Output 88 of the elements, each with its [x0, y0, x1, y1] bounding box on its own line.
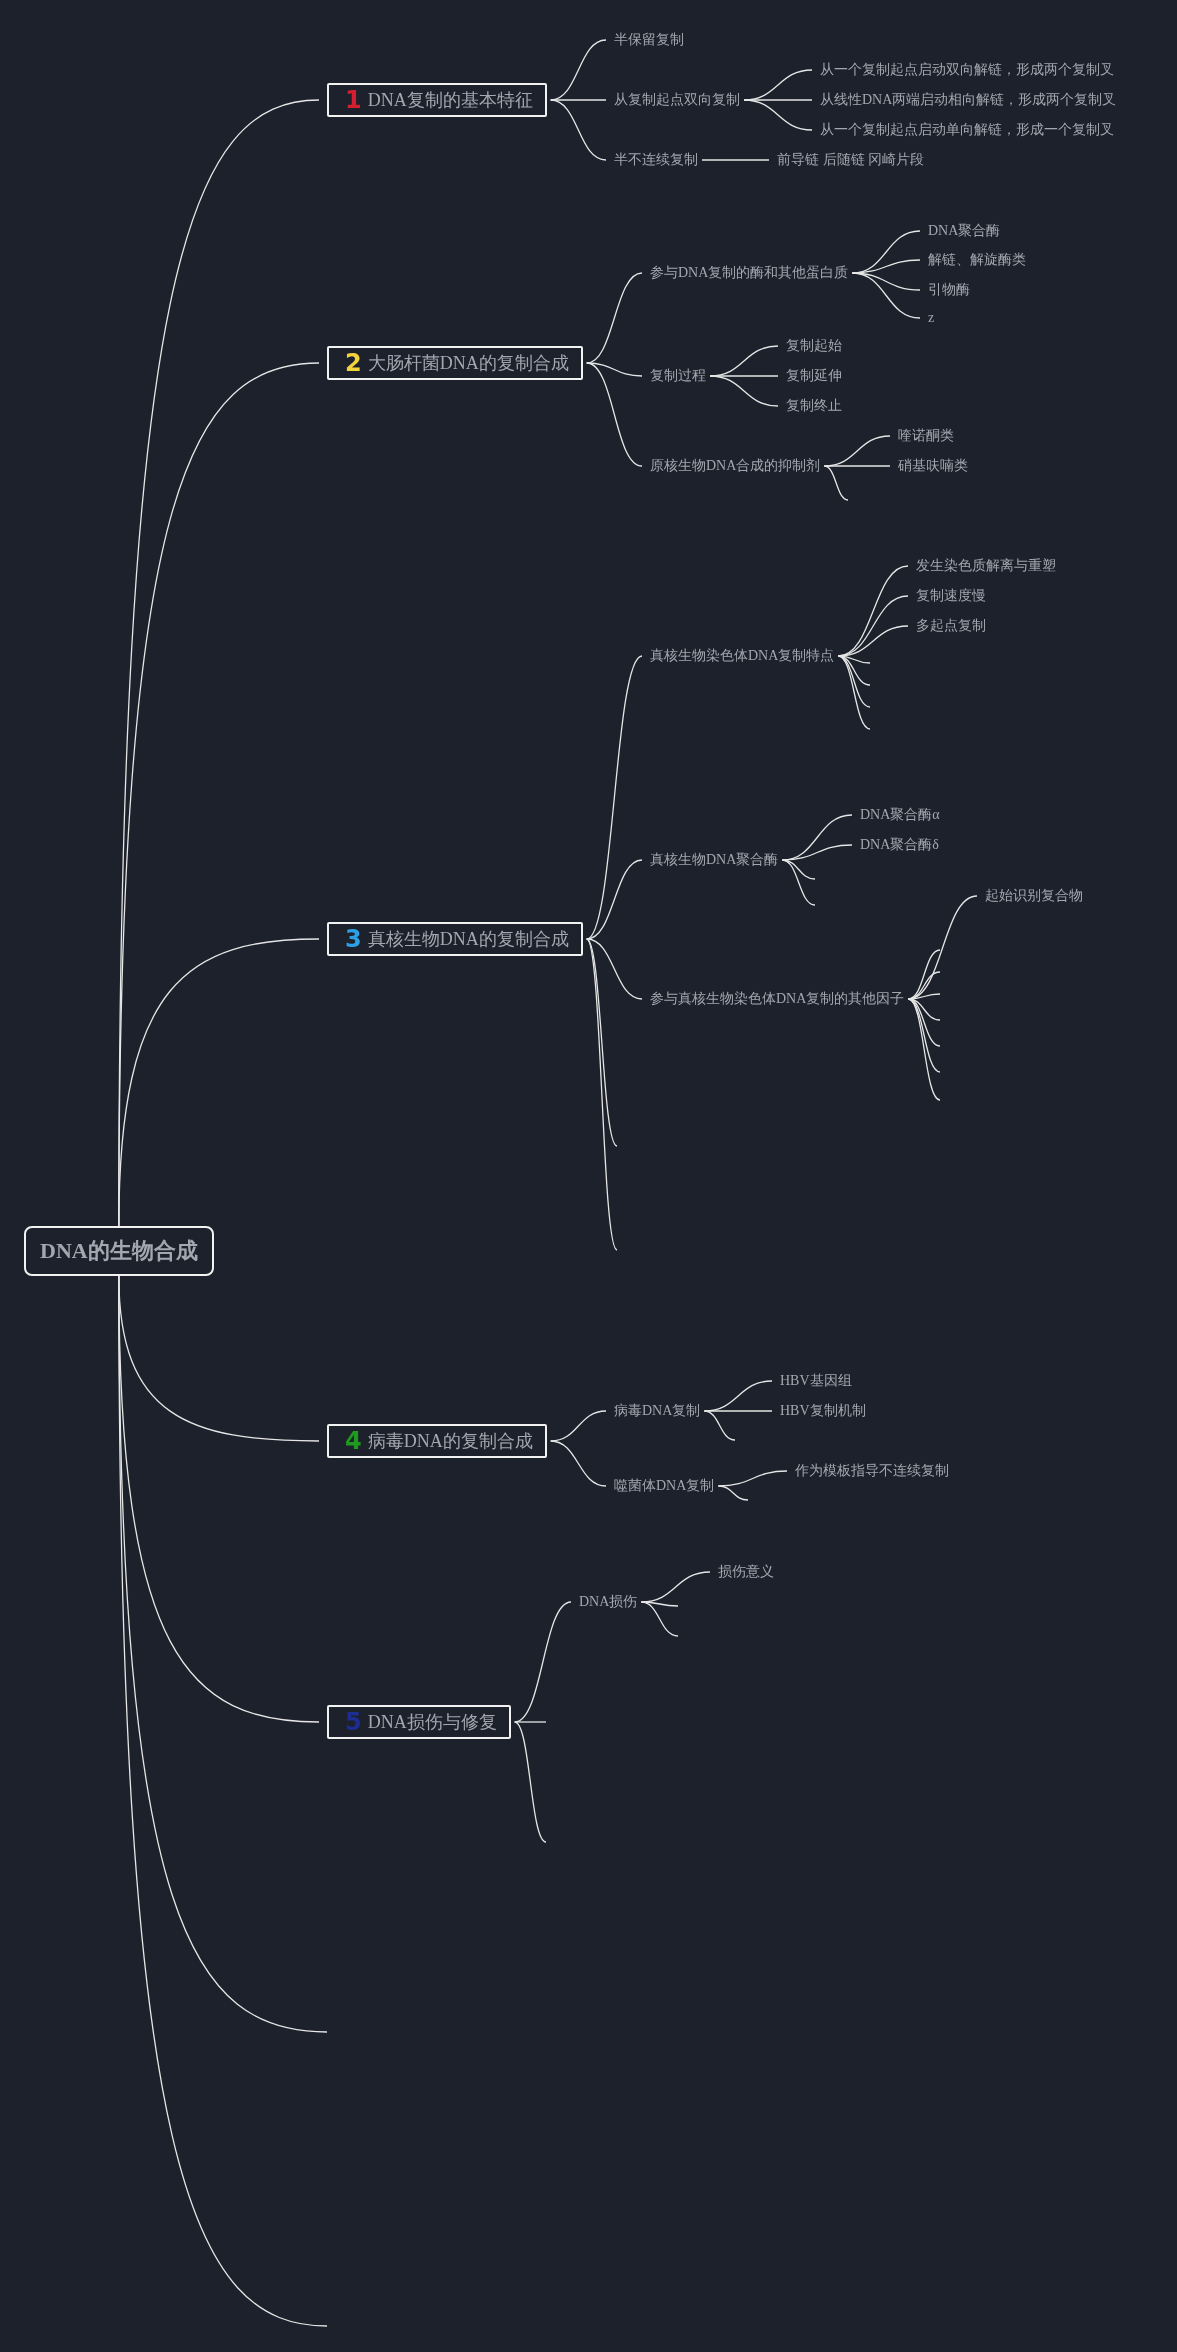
main-topic-box	[327, 83, 547, 117]
subtopic-text: 病毒DNA复制	[614, 1404, 701, 1418]
subtopic-text: DNA聚合酶	[928, 224, 1001, 238]
subtopic-text: 复制过程	[650, 369, 706, 383]
subtopic-text: DNA聚合酶α	[860, 808, 940, 822]
subtopic-text: 损伤意义	[718, 1565, 774, 1579]
branch-line	[781, 859, 816, 906]
branch-line	[586, 362, 643, 467]
branch-line	[586, 655, 643, 940]
subtopic-text: 喹诺酮类	[898, 429, 954, 443]
branch-line	[907, 998, 941, 1101]
subtopic-text: 复制速度慢	[916, 589, 986, 603]
topic-number: 2	[345, 351, 362, 375]
branch-line	[118, 1275, 328, 2327]
subtopic-text: 真核生物染色体DNA复制特点	[650, 649, 835, 663]
branch-line	[907, 998, 941, 1021]
branch-line	[514, 1721, 547, 1843]
subtopic-text: 参与真核生物染色体DNA复制的其他因子	[650, 992, 905, 1006]
subtopic-text: 从线性DNA两端启动相向解链，形成两个复制叉	[820, 93, 1117, 107]
branch-line	[586, 362, 643, 377]
subtopic-text: 半不连续复制	[614, 153, 698, 167]
branch-line	[118, 938, 320, 1227]
topic-number: 4	[345, 1429, 362, 1453]
branch-line	[586, 859, 643, 940]
subtopic-text: 噬菌体DNA复制	[614, 1479, 715, 1493]
subtopic-text: 作为模板指导不连续复制	[795, 1464, 949, 1478]
branch-line	[823, 465, 891, 467]
topic-number: 3	[345, 927, 362, 951]
subtopic-text: 硝基呋喃类	[898, 459, 968, 473]
subtopic-text: 从一个复制起点启动单向解链，形成一个复制叉	[820, 123, 1114, 137]
branch-line	[717, 1485, 749, 1501]
subtopic-text: 解链、解旋酶类	[928, 253, 1026, 267]
branch-line	[703, 1410, 773, 1412]
subtopic-text: 发生染色质解离与重塑	[916, 559, 1056, 573]
branch-line	[837, 625, 909, 657]
subtopic-text: HBV复制机制	[780, 1404, 866, 1418]
subtopic-text: 原核生物DNA合成的抑制剂	[650, 459, 821, 473]
branch-line	[586, 938, 618, 1251]
main-topic-box	[327, 1705, 511, 1739]
topic-number: 1	[345, 88, 362, 112]
branch-line	[586, 938, 618, 1147]
branch-line	[586, 272, 643, 364]
topic-title: 病毒DNA的复制合成	[367, 1430, 533, 1453]
topic-title: 大肠杆菌DNA的复制合成	[367, 352, 569, 375]
topic-title: DNA复制的基本特征	[367, 89, 533, 112]
branch-line	[837, 655, 871, 730]
branch-line	[851, 272, 921, 291]
central-topic: DNA的生物合成	[24, 1226, 214, 1276]
subtopic-text: 从一个复制起点启动双向解链，形成两个复制叉	[820, 63, 1114, 77]
branch-line	[640, 1601, 679, 1637]
branch-line	[709, 375, 779, 407]
subtopic-text: 参与DNA复制的酶和其他蛋白质	[650, 266, 849, 280]
subtopic-text: 复制延伸	[786, 369, 842, 383]
branch-line	[118, 1275, 320, 1442]
main-topic-box	[327, 346, 583, 380]
subtopic-text: 前导链 后随链 冈崎片段	[777, 153, 924, 167]
subtopic-text: 复制起始	[786, 339, 842, 353]
topic-title: 真核生物DNA的复制合成	[367, 928, 569, 951]
subtopic-text: HBV基因组	[780, 1374, 852, 1388]
subtopic-text: 真核生物DNA聚合酶	[650, 853, 779, 867]
branch-line	[586, 938, 643, 1000]
branch-line	[823, 465, 849, 501]
branch-line	[550, 99, 607, 101]
subtopic-text: 多起点复制	[916, 619, 986, 633]
branch-line	[743, 99, 813, 131]
branch-line	[701, 159, 770, 161]
branch-line	[851, 272, 921, 319]
subtopic-text: 引物酶	[928, 283, 970, 297]
branch-line	[514, 1721, 547, 1723]
topic-title: DNA损伤与修复	[367, 1711, 497, 1734]
subtopic-text: 半保留复制	[614, 33, 684, 47]
main-topic-box	[327, 922, 583, 956]
branch-line	[717, 1470, 788, 1487]
branch-line	[703, 1410, 736, 1441]
branch-line	[550, 1410, 607, 1442]
subtopic-text: 复制终止	[786, 399, 842, 413]
subtopic-text: DNA聚合酶δ	[860, 838, 939, 852]
subtopic-text: 从复制起点双向复制	[614, 93, 740, 107]
subtopic-text: DNA损伤	[579, 1595, 638, 1609]
subtopic-text: z	[928, 311, 935, 325]
branch-line	[640, 1601, 679, 1607]
branch-line	[837, 655, 871, 686]
branch-line	[550, 99, 607, 161]
branch-line	[550, 1440, 607, 1487]
topic-number: 5	[345, 1710, 362, 1734]
branch-line	[781, 844, 853, 861]
subtopic-text: 起始识别复合物	[985, 889, 1083, 903]
main-topic-box	[327, 1424, 547, 1458]
